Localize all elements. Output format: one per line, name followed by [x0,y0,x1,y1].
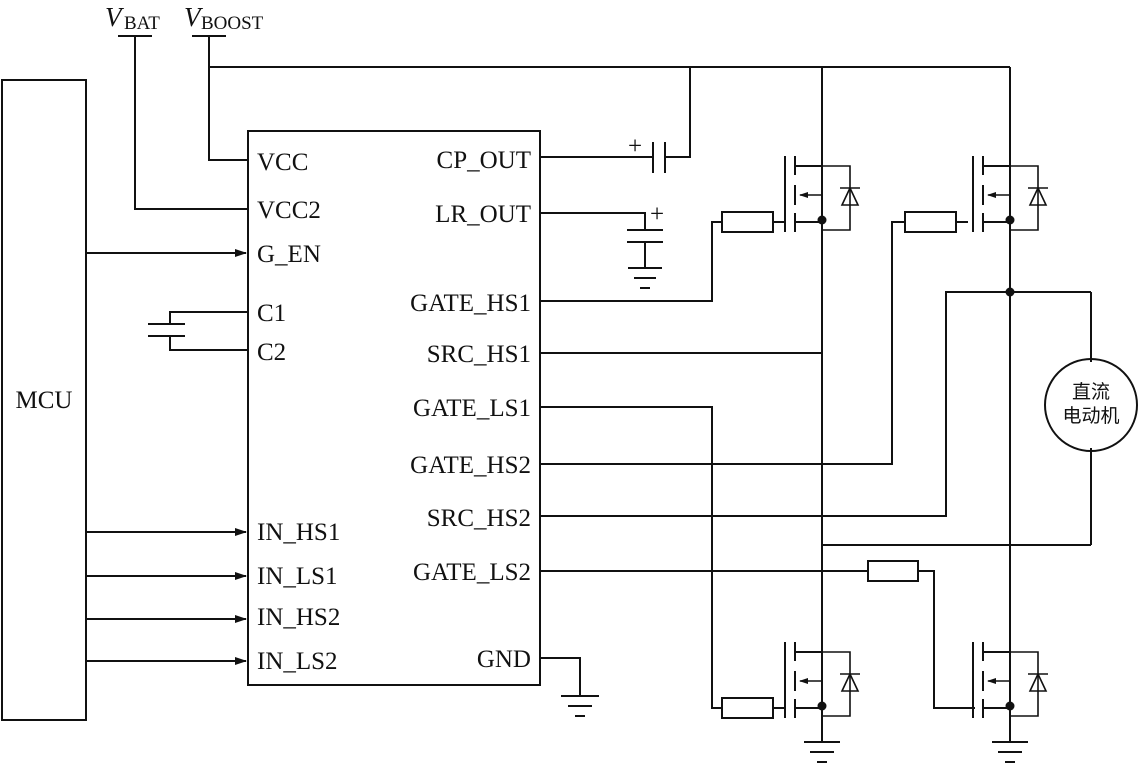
pin-c1: C1 [257,300,286,327]
pin-in-ls1: IN_LS1 [257,563,338,590]
junction-dot [1005,287,1015,297]
mcu-label: MCU [16,387,73,414]
svg-text:V: V [184,2,204,32]
pin-gate-ls1: GATE_LS1 [413,395,531,422]
mosfet-low-side-2 [972,642,1048,718]
vboost-label: V BOOST [184,2,264,34]
gnd-wire [540,657,581,696]
motor-label-line1: 直流 [1072,381,1110,403]
pin-gate-hs1: GATE_HS1 [410,290,531,317]
pin-in-hs1: IN_HS1 [257,519,340,546]
mosfet-high-side-2 [972,156,1048,232]
mosfet-high-side-1 [784,156,860,232]
ic-ground-icon [561,695,599,717]
pin-gate-ls2: GATE_LS2 [413,559,531,586]
svg-text:BAT: BAT [124,13,160,34]
gate-resistor-ls2 [867,560,919,582]
bridge2-ground-icon [992,741,1028,763]
mcu-block [1,79,87,721]
pin-in-hs2: IN_HS2 [257,604,340,631]
pin-g-en: G_EN [257,241,321,268]
gate-hs1-wire [540,221,722,302]
pin-vcc2: VCC2 [257,197,321,224]
pin-c2: C2 [257,339,286,366]
cp-out-capacitor: + [540,67,691,173]
gate-resistor-hs2 [904,211,957,233]
pin-vcc: VCC [257,149,308,176]
pin-gate-hs2: GATE_HS2 [410,452,531,479]
svg-text:V: V [105,2,125,32]
pin-in-ls2: IN_LS2 [257,648,338,675]
pin-gnd: GND [477,646,531,673]
gate-resistor-ls1 [721,697,774,719]
gate-ls2-wire-b [918,570,975,709]
lr-out-ground-icon [628,267,662,289]
dc-motor [1044,358,1138,452]
pin-src-hs1: SRC_HS1 [427,341,531,368]
pin-lr-out: LR_OUT [435,201,531,228]
c1-c2-capacitor [148,311,248,351]
src-hs2-wire [540,291,1010,517]
gate-resistor-hs1 [721,211,774,233]
mosfet-low-side-1 [784,642,860,718]
pin-src-hs2: SRC_HS2 [427,505,531,532]
vboost-wire [208,36,248,161]
svg-text:BOOST: BOOST [201,13,264,34]
motor-label-line2: 电动机 [1062,405,1119,427]
mcu-signal-wires [86,249,247,665]
vbat-label: V BAT [105,2,160,34]
gate-hs2-wire [540,221,905,465]
gate-ls1-wire [540,406,722,709]
vbat-wire [134,36,248,210]
lr-out-capacitor: + [540,201,664,268]
bridge1-ground-icon [804,741,840,763]
pin-cp-out: CP_OUT [437,147,531,174]
lr-out-cap-plus: + [650,201,664,228]
cp-out-cap-plus: + [628,133,642,160]
